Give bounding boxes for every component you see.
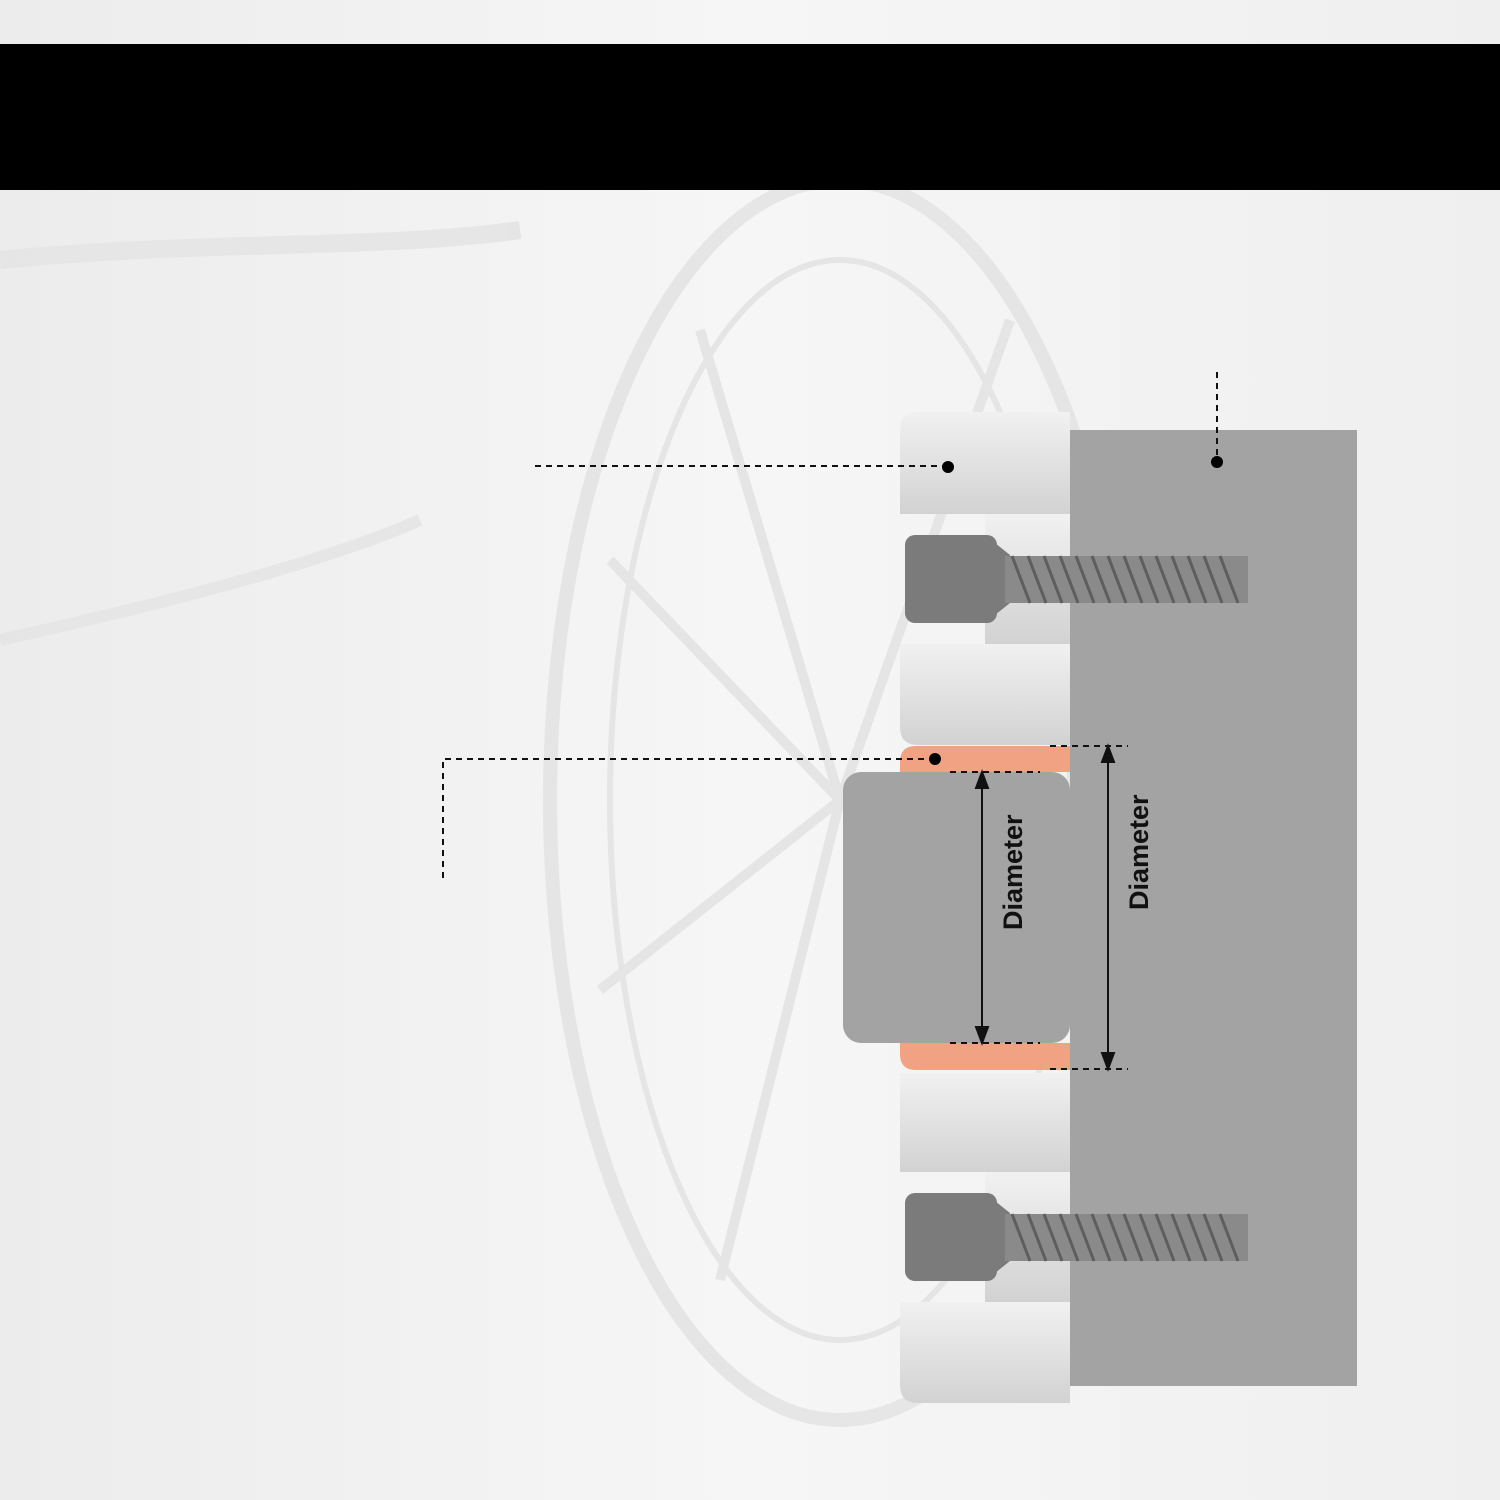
dimension-extension-lines [950, 745, 1128, 1070]
bolt-icon [905, 535, 1248, 623]
leader-lines [442, 372, 1218, 878]
inner-diameter-label: Diameter [998, 814, 1028, 930]
hub-pilot [843, 772, 1070, 1043]
dimension-arrow-icon [974, 743, 1116, 1072]
outer-diameter-label: Diameter [1124, 794, 1154, 910]
top-banner [0, 44, 1500, 190]
hub-centric-ring [900, 746, 1070, 1070]
bolt-icon [905, 1193, 1248, 1281]
leader-dot-icon [929, 456, 1223, 765]
